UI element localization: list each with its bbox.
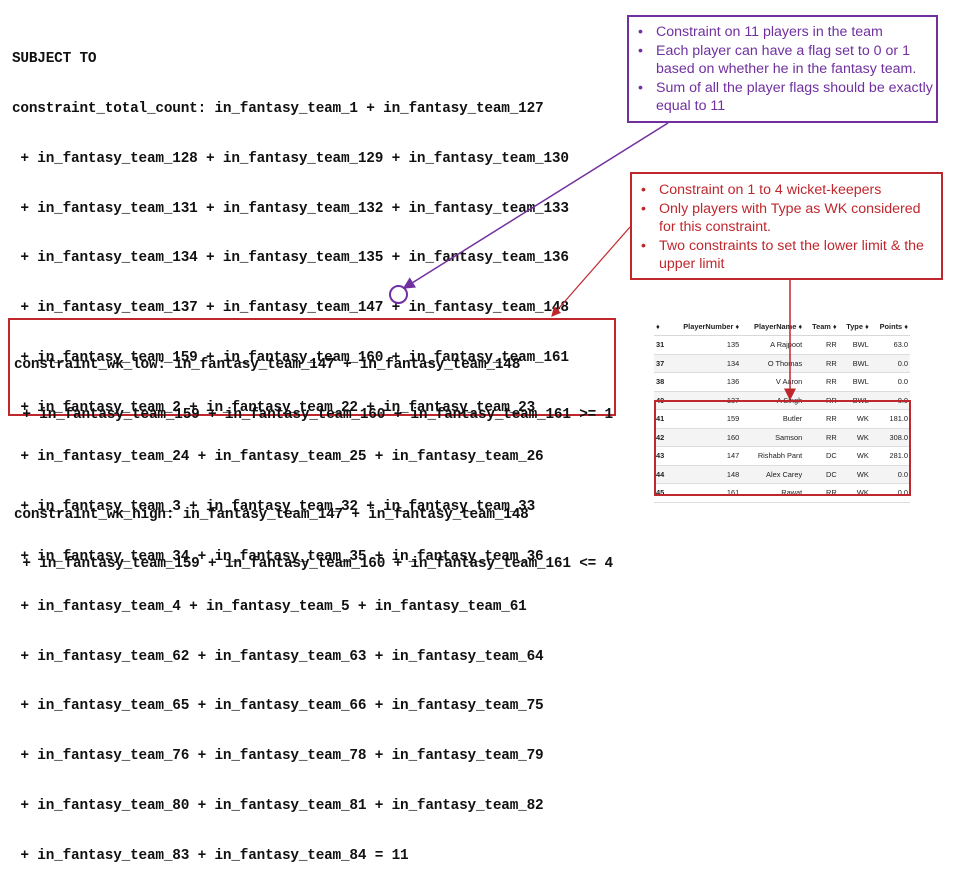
column-header[interactable]: Type ♦ (838, 318, 871, 336)
table-cell: 43 (654, 446, 669, 466)
table-cell: Alex Carey (741, 465, 805, 484)
column-header[interactable]: PlayerName ♦ (741, 318, 805, 336)
note-bullet: Two constraints to set the lower limit &… (634, 237, 941, 274)
code-line: + in_fantasy_team_80 + in_fantasy_team_8… (12, 797, 544, 814)
code-line: + in_fantasy_team_134 + in_fantasy_team_… (12, 250, 569, 267)
code-line: + in_fantasy_team_76 + in_fantasy_team_7… (12, 748, 544, 765)
note-bullet: Constraint on 1 to 4 wicket-keepers (634, 181, 941, 200)
table-cell: 281.0 (870, 446, 910, 466)
code-line: + in_fantasy_team_2 + in_fantasy_team_22… (12, 399, 536, 416)
column-header[interactable]: Team ♦ (804, 318, 839, 336)
table-cell: 135 (668, 335, 742, 355)
table-cell: 0.0 (870, 465, 910, 484)
table-cell: 148 (668, 465, 742, 484)
code-line: constraint_wk_low: in_fantasy_team_147 +… (14, 357, 521, 374)
code-line: + in_fantasy_team_83 + in_fantasy_team_8… (12, 847, 409, 864)
code-line: + in_fantasy_team_159 + in_fantasy_team_… (12, 349, 569, 366)
table-cell: Rishabh Pant (741, 446, 805, 466)
code-line: + in_fantasy_team_159 + in_fantasy_team_… (14, 556, 613, 573)
table-cell: 161 (668, 483, 742, 503)
table-cell: 41 (654, 409, 669, 429)
column-header[interactable]: Points ♦ (870, 318, 910, 336)
table-cell: 44 (654, 465, 669, 484)
code-line: ​ (14, 457, 613, 474)
table-cell: RR (804, 354, 839, 373)
note-bullet: Constraint on 11 players in the team (631, 23, 936, 42)
table-cell: WK (838, 446, 871, 466)
table-cell: 136 (668, 372, 742, 392)
table-cell: WK (838, 465, 871, 484)
table-cell: 42 (654, 428, 669, 447)
table-cell: RR (804, 409, 839, 429)
table-cell: DC (804, 465, 839, 484)
code-line: + in_fantasy_team_159 + in_fantasy_team_… (14, 406, 613, 423)
table-cell: RR (804, 483, 839, 503)
note-bullet: Only players with Type as WK considered … (634, 200, 941, 237)
code-line: constraint_total_count: in_fantasy_team_… (12, 100, 544, 117)
code-line: constraint_wk_high: in_fantasy_team_147 … (14, 506, 529, 523)
note-bullet: Each player can have a flag set to 0 or … (631, 42, 936, 79)
table-cell: WK (838, 483, 871, 503)
table-cell: A Rajpoot (741, 335, 805, 355)
table-cell: BWL (838, 354, 871, 373)
table-cell: 31 (654, 335, 669, 355)
code-line: + in_fantasy_team_24 + in_fantasy_team_2… (12, 449, 544, 466)
table-cell: 160 (668, 428, 742, 447)
code-line: + in_fantasy_team_62 + in_fantasy_team_6… (12, 648, 544, 665)
table-cell: Samson (741, 428, 805, 447)
table-cell: BWL (838, 372, 871, 392)
red-arrow-code (551, 226, 631, 317)
table-cell: Rawat (741, 483, 805, 503)
code-line: SUBJECT TO (12, 51, 97, 68)
table-cell: 308.0 (870, 428, 910, 447)
table-cell: 0.0 (870, 483, 910, 503)
table-cell: 159 (668, 409, 742, 429)
table-cell: RR (804, 428, 839, 447)
code-line: + in_fantasy_team_131 + in_fantasy_team_… (12, 200, 569, 217)
total-count-note: Constraint on 11 players in the team Eac… (627, 15, 938, 123)
table-cell: WK (838, 409, 871, 429)
total-count-note-list: Constraint on 11 players in the team Eac… (631, 23, 936, 116)
purple-arrow (402, 122, 669, 289)
table-cell: 147 (668, 446, 742, 466)
table-cell: 38 (654, 372, 669, 392)
column-header[interactable]: ♦ (654, 318, 669, 336)
table-cell: V Aaron (741, 372, 805, 392)
code-line: + in_fantasy_team_3 + in_fantasy_team_32… (12, 499, 536, 516)
wicket-keeper-note: Constraint on 1 to 4 wicket-keepers Only… (630, 172, 943, 280)
table-cell: 37 (654, 354, 669, 373)
table-cell: DC (804, 446, 839, 466)
code-line: + in_fantasy_team_128 + in_fantasy_team_… (12, 150, 569, 167)
table-header-row: ♦ PlayerNumber ♦ PlayerName ♦ Team ♦ Typ… (654, 318, 910, 336)
code-line: + in_fantasy_team_65 + in_fantasy_team_6… (12, 698, 544, 715)
table-cell: O Thomas (741, 354, 805, 373)
wicket-keeper-note-list: Constraint on 1 to 4 wicket-keepers Only… (634, 181, 941, 274)
table-cell: RR (804, 372, 839, 392)
table-cell: Butler (741, 409, 805, 429)
table-cell: 0.0 (870, 372, 910, 392)
note-bullet: Sum of all the player flags should be ex… (631, 79, 936, 116)
table-cell: BWL (838, 335, 871, 355)
table-cell: 45 (654, 483, 669, 503)
table-cell: 181.0 (870, 409, 910, 429)
annotation-arrows (402, 122, 796, 401)
code-line: + in_fantasy_team_137 + in_fantasy_team_… (12, 300, 569, 317)
table-cell: 63.0 (870, 335, 910, 355)
column-header[interactable]: PlayerNumber ♦ (668, 318, 742, 336)
total-count-highlight-circle (389, 285, 408, 304)
table-cell: 134 (668, 354, 742, 373)
table-cell: WK (838, 428, 871, 447)
table-cell: RR (804, 335, 839, 355)
table-cell: 0.0 (870, 354, 910, 373)
